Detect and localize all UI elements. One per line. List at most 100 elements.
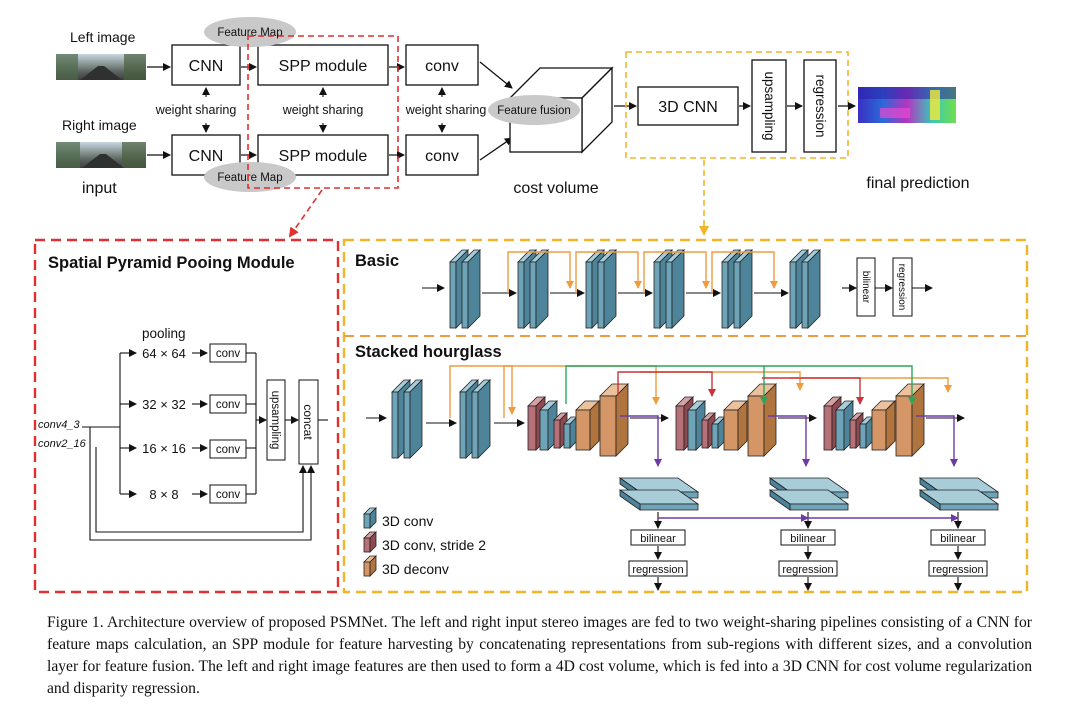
- hourglass-3-up-1: [871, 400, 896, 451]
- cnn3d-box: [637, 86, 739, 126]
- cnn-box-left: [171, 44, 241, 86]
- conv-label-left: conv: [425, 58, 459, 75]
- pool-size-16: 16 × 16: [142, 441, 186, 456]
- feature-fusion-ellipse: [488, 95, 580, 125]
- output-head-2: bilinear regression: [768, 477, 850, 591]
- hg-skip-pre: [449, 365, 516, 418]
- basic-title: Basic: [355, 252, 399, 270]
- top-pipeline: Left image Right image input CNN CNN SPP…: [56, 17, 970, 238]
- output-head-3-slab-side-2: [919, 489, 941, 511]
- spp-panel-title: Spatial Pyramid Pooing Module: [48, 254, 295, 272]
- right-image-thumbnail: [56, 142, 146, 168]
- block-layer: [391, 249, 965, 467]
- feature-map-label-top: Feature Map: [217, 27, 282, 39]
- cnn3d-panel-border: [342, 238, 1029, 594]
- spp-concat-label: concat: [301, 404, 315, 440]
- spp-label-right: SPP module: [279, 148, 368, 165]
- spp-conv-label-1: conv: [216, 348, 241, 360]
- hourglass-2-up-2: [747, 383, 777, 457]
- hourglass-1-conv-2: [563, 416, 578, 449]
- spp-group-highlight: [247, 35, 399, 189]
- feature-map-ellipse-top: [204, 17, 296, 47]
- input-label: input: [82, 180, 117, 197]
- pool-size-64: 64 × 64: [142, 346, 186, 361]
- right-image-label: Right image: [62, 117, 137, 133]
- basic-skip-1: [507, 251, 574, 293]
- weight-sharing-label-3: weight sharing: [405, 103, 487, 117]
- cnn-label-right: CNN: [189, 148, 224, 165]
- cnn-box-right: [171, 134, 241, 176]
- basic-regression-box: [892, 257, 913, 317]
- input-conv2-16-label: conv2_16: [38, 438, 87, 450]
- basic-conv-pair-2-b: [529, 249, 549, 329]
- output-head-2-regression-label: regression: [782, 564, 833, 576]
- conv-label-right: conv: [425, 148, 459, 165]
- cnn3d-label: 3D CNN: [658, 99, 718, 116]
- hourglass-2-output-link: [768, 415, 810, 467]
- psmnet-architecture-diagram: Left image Right image input CNN CNN SPP…: [33, 17, 1029, 594]
- basic-skip-3: [643, 251, 710, 293]
- basic-bilinear-box: [856, 257, 876, 317]
- hourglass-1-up-2: [599, 383, 629, 457]
- output-head-1-regression-box: [628, 560, 688, 577]
- conv-box-left: [405, 44, 479, 86]
- hourglass-1-output-link: [620, 415, 662, 467]
- hourglass-3-conv-2: [859, 416, 874, 449]
- basic-conv-pair-3-b: [597, 249, 617, 329]
- conv-box-right: [405, 134, 479, 176]
- spp-conv-label-3: conv: [216, 444, 241, 456]
- feature-map-ellipse-bottom: [204, 162, 296, 192]
- output-head-1-bilinear-box: [630, 529, 686, 546]
- basic-regression-label: regression: [896, 264, 907, 311]
- basic-skip-2: [575, 251, 642, 293]
- cost-volume-label: cost volume: [513, 180, 598, 197]
- hg-skip-green-1: [565, 365, 768, 405]
- weight-sharing-label-2: weight sharing: [282, 103, 364, 117]
- regression-label: regression: [813, 74, 828, 137]
- legend-3d-conv-stride2: 3D conv, stride 2: [363, 531, 486, 553]
- basic-conv-pair-1-b: [461, 249, 481, 329]
- output-head-3-regression-box: [928, 560, 988, 577]
- spp-box-left: [257, 44, 389, 86]
- spp-conv-box-3: [209, 439, 247, 459]
- legend-3d-conv-stride2-label: 3D conv, stride 2: [382, 537, 486, 553]
- pool-size-32: 32 × 32: [142, 397, 186, 412]
- basic-bilinear-label: bilinear: [860, 271, 871, 304]
- spp-conv-box-2: [209, 394, 247, 414]
- legend-3d-conv: 3D conv: [363, 507, 433, 529]
- output-head-3-regression-label: regression: [932, 564, 983, 576]
- output-head-3-slab-front-2: [939, 503, 999, 511]
- input-conv4-3-label: conv4_3: [38, 419, 80, 431]
- output-head-2-bilinear-label: bilinear: [790, 533, 826, 545]
- pool-size-8: 8 × 8: [149, 487, 178, 502]
- hourglass-3-output-link: [916, 415, 958, 467]
- left-image-label: Left image: [70, 29, 136, 45]
- spp-panel-border: [33, 238, 340, 594]
- upsampling-label: upsampling: [762, 71, 777, 140]
- hourglass-outputs: bilinearregressionbilinearregressionbili…: [618, 477, 1000, 591]
- weight-sharing-links: [202, 87, 446, 133]
- spp-zoom-arrow: [288, 189, 323, 238]
- hourglass-title: Stacked hourglass: [355, 343, 502, 361]
- output-head-1-regression-label: regression: [632, 564, 683, 576]
- hourglass-3-up-2: [895, 383, 925, 457]
- hg-conv-pair-1-b: [403, 379, 423, 459]
- legend: 3D conv 3D conv, stride 2 3D deconv: [363, 507, 486, 577]
- hourglass-2-conv-2: [711, 416, 726, 449]
- legend-3d-deconv-label: 3D deconv: [382, 561, 449, 577]
- spp-label-left: SPP module: [279, 58, 368, 75]
- regression-box: [803, 59, 837, 153]
- output-head-3-bilinear-label: bilinear: [940, 533, 976, 545]
- output-head-3-bilinear-box: [930, 529, 986, 546]
- legend-3d-conv-label: 3D conv: [382, 513, 433, 529]
- spp-conv-box-4: [209, 484, 247, 504]
- output-head-3: bilinear regression: [918, 477, 1000, 591]
- pooling-label: pooling: [142, 326, 186, 341]
- spp-conv-label-4: conv: [216, 489, 241, 501]
- feature-map-label-bottom: Feature Map: [217, 172, 282, 184]
- basic-skip-4: [711, 251, 778, 293]
- output-head-2-regression-box: [778, 560, 838, 577]
- hourglass-2-up-1: [723, 400, 748, 451]
- output-head-2-slab-side-2: [769, 489, 791, 511]
